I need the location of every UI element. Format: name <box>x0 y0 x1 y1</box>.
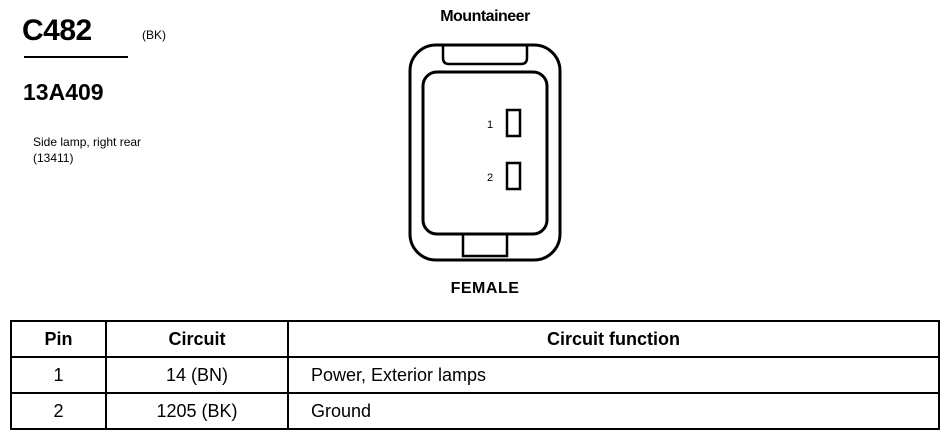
connector-face-diagram: 1 2 <box>408 43 562 262</box>
function-cell: Ground <box>287 392 940 430</box>
pin-cell: 1 <box>10 356 107 394</box>
connector-outer-shell <box>408 43 562 262</box>
description-line-2: (13411) <box>33 151 74 165</box>
connector-latch <box>441 45 529 66</box>
pin-label-1: 1 <box>487 119 493 131</box>
connector-gender-label: FEMALE <box>450 280 520 297</box>
part-number: 13A409 <box>23 79 104 105</box>
description-line-1: Side lamp, right rear <box>33 135 142 149</box>
connector-color-code: (BK) <box>142 28 166 42</box>
connector-id-underline <box>24 56 128 58</box>
header-pin: Pin <box>10 320 107 358</box>
function-cell: Power, Exterior lamps <box>287 356 940 394</box>
header-circuit-function: Circuit function <box>287 320 940 358</box>
connector-description: Side lamp, right rear (13411) <box>33 134 141 166</box>
pin-cavity-2 <box>505 161 522 191</box>
pin-label-2: 2 <box>487 172 493 184</box>
circuit-cell: 14 (BN) <box>105 356 289 394</box>
table-row: 1 14 (BN) Power, Exterior lamps <box>10 356 940 394</box>
connector-inner-body <box>421 70 549 236</box>
pin-table: Pin Circuit Circuit function 1 14 (BN) P… <box>10 320 940 430</box>
circuit-cell: 1205 (BK) <box>105 392 289 430</box>
vehicle-label: Mountaineer <box>440 8 530 25</box>
header-circuit: Circuit <box>105 320 289 358</box>
connector-key <box>461 233 509 258</box>
pin-cell: 2 <box>10 392 107 430</box>
table-row: 2 1205 (BK) Ground <box>10 392 940 430</box>
table-header-row: Pin Circuit Circuit function <box>10 320 940 358</box>
pin-cavity-1 <box>505 108 522 138</box>
connector-id: C482 <box>22 14 92 47</box>
